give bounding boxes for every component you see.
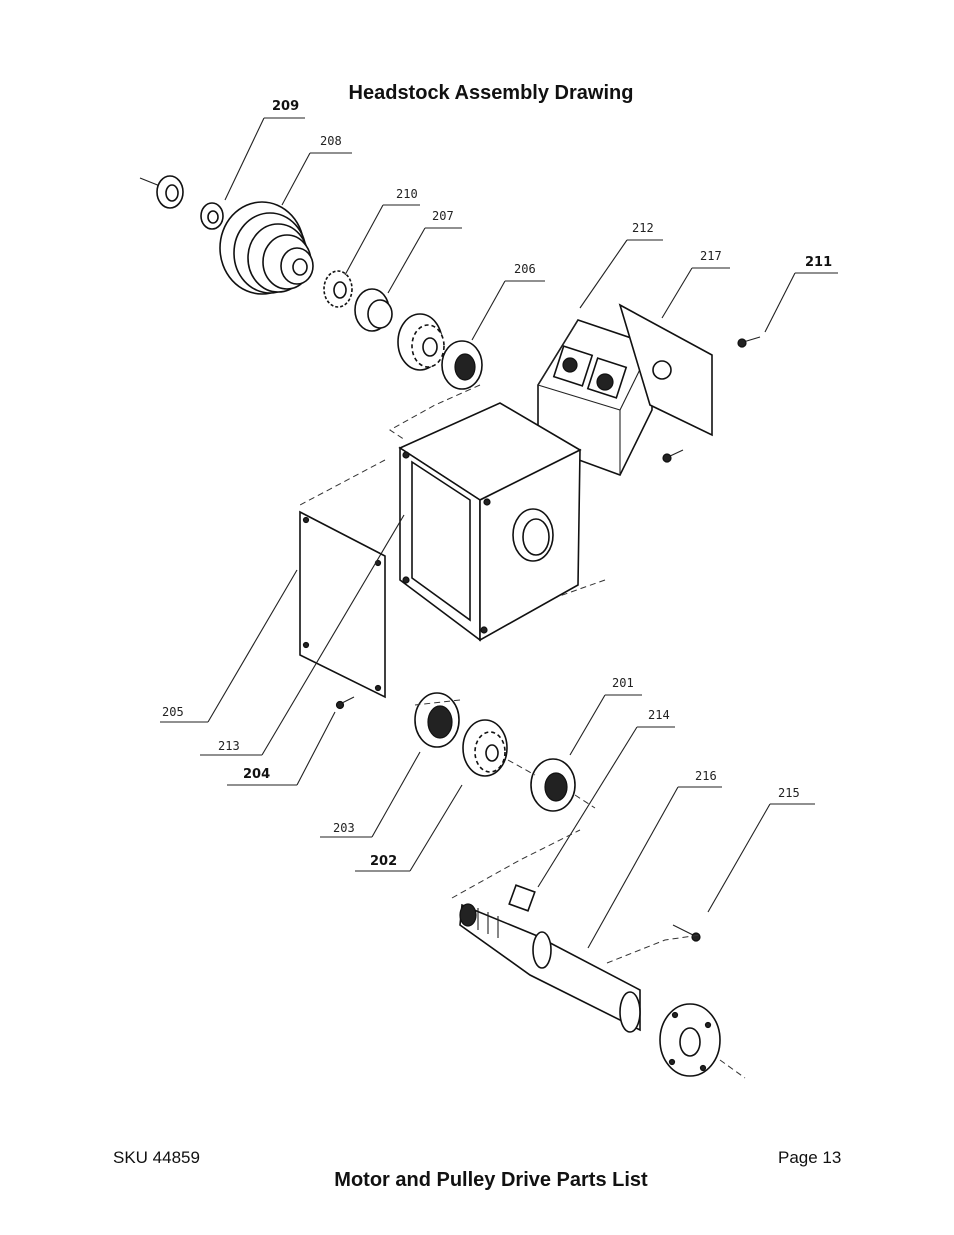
part-housing	[398, 402, 582, 642]
part-212-switch-box	[537, 319, 653, 476]
callout-208: 208	[320, 134, 342, 148]
part-screw-box	[662, 449, 684, 463]
part-202-bearing	[462, 719, 508, 777]
callout-206: 206	[514, 262, 536, 276]
part-bearing-upper	[397, 313, 445, 371]
callout-212: 212	[632, 221, 654, 235]
part-207-collar	[354, 288, 393, 332]
callout-214: 214	[648, 708, 670, 722]
callout-213: 213	[218, 739, 240, 753]
part-216-spindle	[459, 884, 721, 1077]
part-washer	[200, 202, 224, 230]
part-206-bearing-cup	[441, 340, 483, 390]
callout-203: 203	[333, 821, 355, 835]
sku-label: SKU 44859	[113, 1148, 200, 1167]
part-217-cover-plate	[618, 303, 713, 437]
callout-201: 201	[612, 676, 634, 690]
callout-215: 215	[778, 786, 800, 800]
part-204-screw	[335, 696, 355, 710]
part-211-screw	[737, 336, 761, 348]
callout-210: 210	[396, 187, 418, 201]
part-201-bearing-cup	[530, 758, 576, 812]
callout-211: 211	[805, 255, 832, 270]
callout-217: 217	[700, 249, 722, 263]
callout-207: 207	[432, 209, 454, 223]
page-number: Page 13	[778, 1148, 842, 1167]
part-209-nut	[139, 175, 184, 209]
page-title: Headstock Assembly Drawing	[348, 82, 634, 104]
part-210-gear	[323, 270, 353, 308]
part-203-bearing-cup	[414, 692, 460, 748]
callout-216: 216	[695, 769, 717, 783]
callout-202: 202	[370, 854, 397, 869]
section-title: Motor and Pulley Drive Parts List	[334, 1169, 648, 1191]
callout-205: 205	[162, 705, 184, 719]
callout-209: 209	[272, 99, 299, 114]
callout-204: 204	[243, 767, 270, 782]
part-208-pulley	[219, 201, 314, 295]
part-side-cover	[299, 510, 386, 699]
